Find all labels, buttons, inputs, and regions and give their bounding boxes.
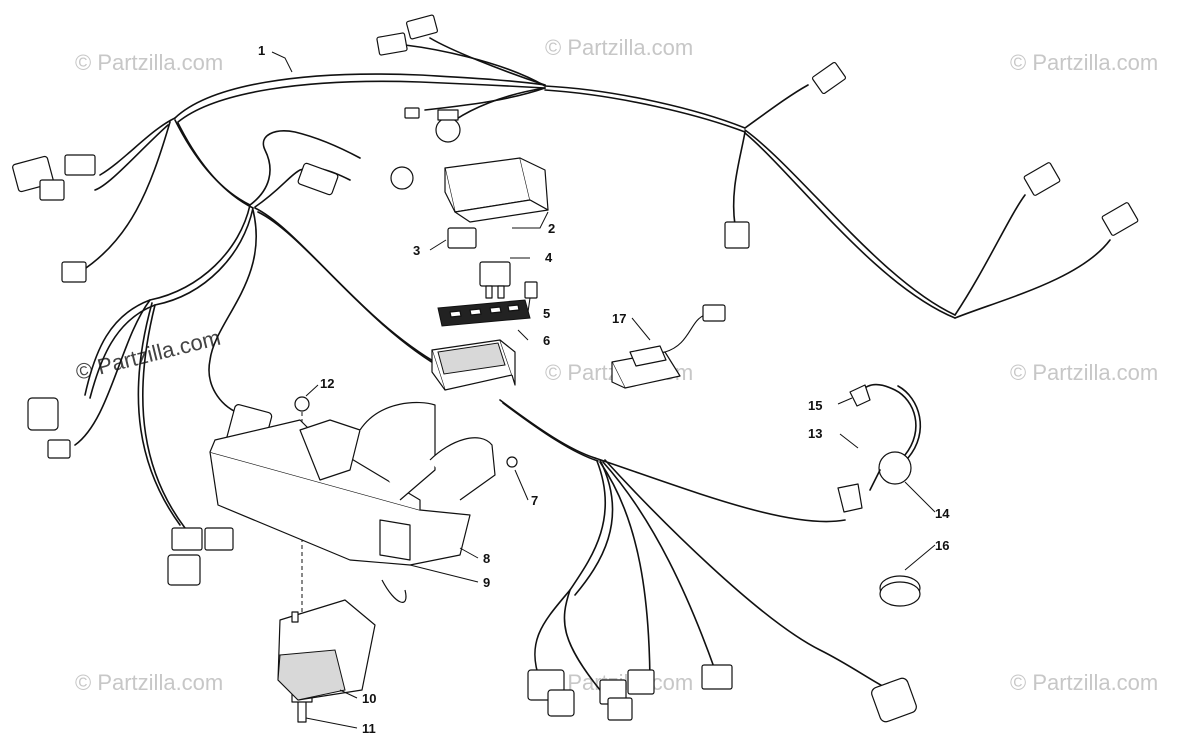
callout-17: 17 (612, 311, 626, 326)
regulator-module (277, 599, 376, 701)
watermark: © Partzilla.com (1010, 360, 1158, 385)
callout-7: 7 (531, 493, 538, 508)
electrical-tray (209, 401, 496, 603)
hose-clamp (879, 575, 921, 607)
starter-relay (611, 304, 726, 389)
watermark: © Partzilla.com (75, 50, 223, 75)
callout-8: 8 (483, 551, 490, 566)
relay (479, 261, 511, 299)
screw (506, 456, 518, 468)
fuse-box-cover (444, 157, 549, 223)
callout-3: 3 (413, 243, 420, 258)
ignition-coil (837, 383, 922, 513)
callout-leaders (271, 51, 936, 729)
callout-5: 5 (543, 306, 550, 321)
callout-15: 15 (808, 398, 822, 413)
callout-13: 13 (808, 426, 822, 441)
callout-14: 14 (935, 506, 950, 521)
small-relay (447, 227, 477, 249)
callout-12: 12 (320, 376, 334, 391)
watermark: © Partzilla.com (75, 670, 223, 695)
callout-6: 6 (543, 333, 550, 348)
callout-labels: 1 2 3 4 5 6 7 8 9 10 11 12 13 14 15 16 1… (258, 43, 950, 736)
callout-10: 10 (362, 691, 376, 706)
callout-4: 4 (545, 250, 553, 265)
fuse-box (431, 339, 516, 391)
harness-connectors (12, 14, 1139, 723)
callout-9: 9 (483, 575, 490, 590)
watermark: © Partzilla.com (545, 35, 693, 60)
watermark: © Partzilla.com (1010, 670, 1158, 695)
watermark: © Partzilla.com (1010, 50, 1158, 75)
callout-16: 16 (935, 538, 949, 553)
callout-1: 1 (258, 43, 265, 58)
callout-11: 11 (362, 721, 376, 736)
callout-2: 2 (548, 221, 555, 236)
fuse (524, 281, 538, 299)
terminal-strip (437, 299, 531, 327)
main-wiring-harness (74, 37, 1111, 691)
